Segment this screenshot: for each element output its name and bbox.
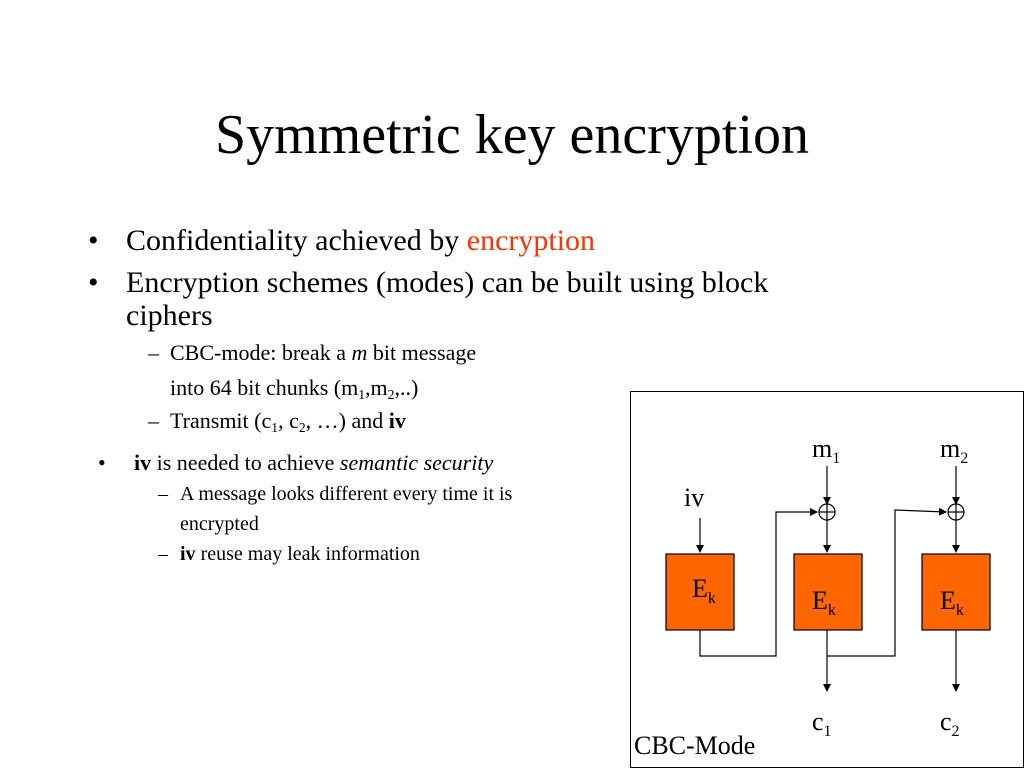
dash-marker: – [148,340,159,365]
message-2-label: m2 [940,434,968,467]
subbullet-text: iv reuse may leak information [180,543,420,565]
bullet-text-line2: ciphers [126,299,213,332]
bullet-marker: • [88,266,99,299]
cbc-mode-diagram: m1 m2 iv Ek Ek Ek c1 c2 CBC-Mode [630,391,1024,768]
iv-label: iv [684,483,704,512]
xor-1-icon [818,503,836,521]
block-1-label: Ek [692,574,716,607]
italic-m: m [351,340,368,365]
bullet-marker: • [98,450,106,475]
semantic-security: semantic security [339,450,494,475]
cipher-1-label: c1 [812,707,832,740]
subbullet-line2: into 64 bit chunks (m1,m2,..) [170,375,419,403]
xor-2-icon [947,503,965,521]
iv-bold: iv [388,408,406,433]
dash-marker: – [148,408,159,433]
subbullet-line1: A message looks different every time it … [180,483,513,505]
block-2-label: Ek [812,586,836,619]
dash-marker: – [158,483,168,505]
encryption-block-1 [665,553,735,631]
dash-marker: – [158,543,168,565]
iv-bold: iv [134,450,152,475]
bullet-text-line1: Encryption schemes (modes) can be built … [126,266,769,299]
encryption-highlight: encryption [466,224,596,257]
chain-1-to-xor1-line [699,508,818,657]
bullet-text: iv is needed to achieve semantic securit… [134,450,494,475]
encryption-block-3 [921,553,991,631]
chain-2-to-xor2-line [827,507,947,657]
encryption-block-2 [793,553,863,631]
block-3-label: Ek [940,586,964,619]
iv-bold: iv [180,543,196,565]
message-1-label: m1 [812,434,840,467]
bullet-text: Confidentiality achieved by encryption [126,224,596,257]
subbullet-text: Transmit (c1, c2, …) and iv [170,408,406,436]
subbullet-line2: encrypted [180,513,259,535]
slide-title: Symmetric key encryption [214,104,810,166]
bullet-marker: • [88,224,99,257]
cipher-2-label: c2 [940,707,960,740]
diagram-caption: CBC-Mode [634,731,755,760]
subbullet-line1: CBC-mode: break a m bit message [170,340,477,365]
